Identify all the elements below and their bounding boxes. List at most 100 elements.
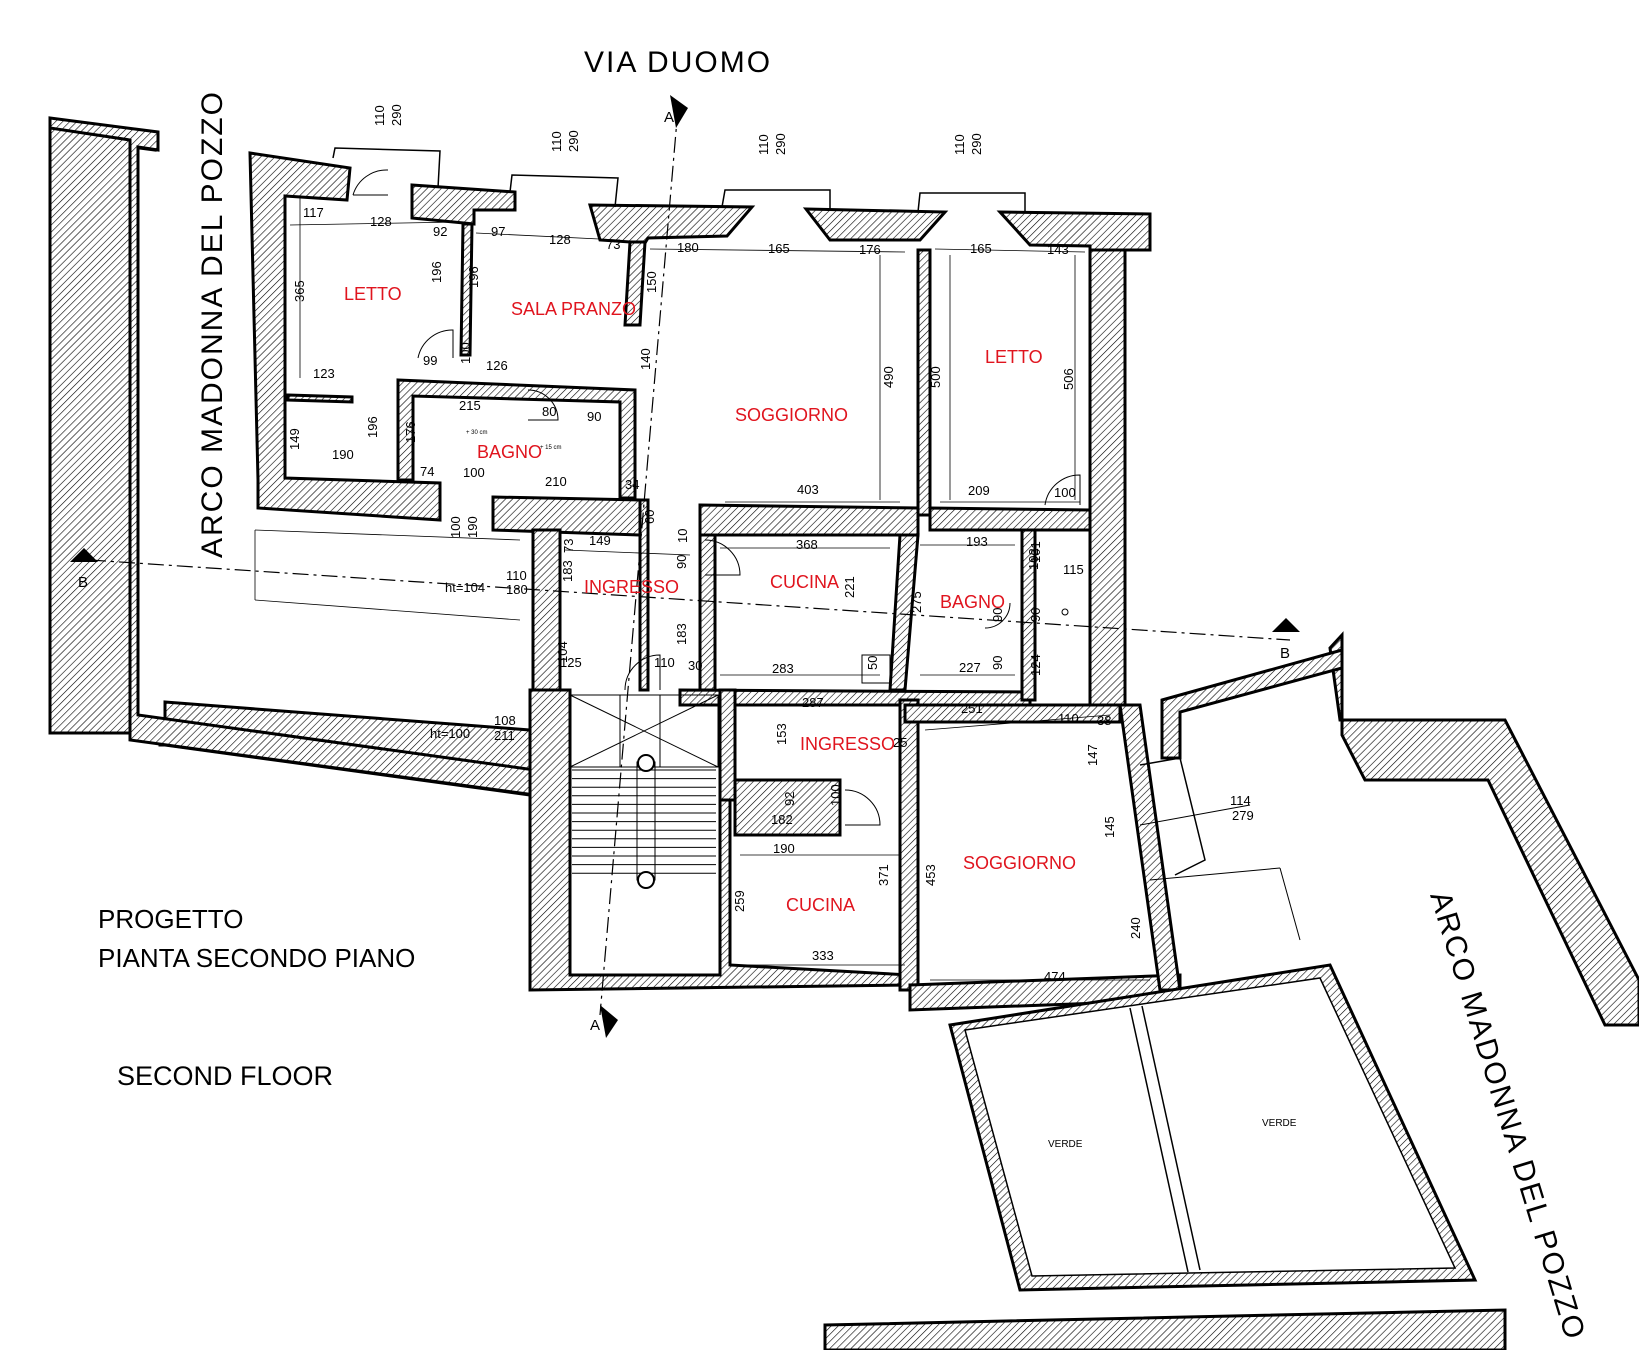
dimension-label: 60 bbox=[642, 510, 657, 524]
dimension-label: 34 bbox=[625, 477, 639, 492]
dimension-label: 10 bbox=[675, 529, 690, 543]
dimension-label: 73 bbox=[606, 237, 620, 252]
room-letto-right: LETTO bbox=[985, 347, 1043, 367]
dimension-label: 221 bbox=[842, 576, 857, 598]
dimension-label: 176 bbox=[859, 242, 881, 257]
window-bays bbox=[332, 147, 1026, 213]
room-soggiorno-top: SOGGIORNO bbox=[735, 405, 848, 425]
room-sala-pranzo: SALA PRANZO bbox=[511, 299, 636, 319]
dimension-label: 196 bbox=[466, 266, 481, 288]
dimension-label: 259 bbox=[732, 890, 747, 912]
dimension-label: 100 bbox=[1054, 485, 1076, 500]
dimension-label: 100 bbox=[458, 342, 473, 364]
dimension-label: 251 bbox=[961, 701, 983, 716]
dimension-label: 110 bbox=[654, 655, 675, 670]
dimension-label: 190 bbox=[465, 516, 480, 538]
dimension-label: 215 bbox=[459, 398, 481, 413]
dimension-label: + 15 cm bbox=[540, 445, 562, 451]
dimension-label: 102 bbox=[1026, 548, 1041, 570]
dimension-label: 101 bbox=[1028, 541, 1043, 563]
dimension-label: 474 bbox=[1044, 969, 1066, 984]
dimension-label: 365 bbox=[292, 280, 307, 302]
dimension-label: 227 bbox=[959, 660, 981, 675]
dimension-label: 90 bbox=[674, 555, 689, 569]
dimension-label: 145 bbox=[1102, 816, 1117, 838]
room-verde-right: VERDE bbox=[1262, 1118, 1297, 1129]
dimension-label: 149 bbox=[589, 533, 611, 548]
dimension-label: 114 bbox=[1230, 793, 1251, 808]
dimension-label: 90 bbox=[1028, 608, 1043, 622]
dimension-label: 74 bbox=[420, 464, 434, 479]
street-left-label: ARCO MADONNA DEL POZZO bbox=[196, 90, 229, 558]
dimension-label: 100 bbox=[463, 465, 485, 480]
dimension-label: 108 bbox=[494, 713, 516, 728]
dimension-label: 100 bbox=[828, 784, 843, 806]
dimension-label: 73 bbox=[561, 539, 576, 553]
room-bagno-left: BAGNO bbox=[477, 442, 542, 462]
dimension-label: ht=100 bbox=[430, 726, 470, 741]
dimension-label: 104 bbox=[555, 641, 570, 663]
dimension-label: 183 bbox=[560, 560, 575, 582]
dimension-label: 140 bbox=[638, 348, 653, 370]
room-cucina-bottom: CUCINA bbox=[786, 895, 855, 915]
dimension-label: 182 bbox=[771, 812, 793, 827]
dimension-label: 99 bbox=[423, 353, 437, 368]
section-mark-b-left: B bbox=[78, 574, 88, 591]
dimension-label: 143 bbox=[1047, 242, 1069, 257]
room-ingresso-bottom: INGRESSO bbox=[800, 734, 895, 754]
dimension-label: 38 bbox=[1097, 713, 1111, 728]
dimension-label: 123 bbox=[313, 366, 335, 381]
dimension-label: 110 bbox=[1058, 711, 1079, 726]
dimension-label: 210 bbox=[545, 474, 567, 489]
dimension-label: 180 bbox=[677, 240, 699, 255]
room-bagno-right: BAGNO bbox=[940, 592, 1005, 612]
dimension-label: 80 bbox=[542, 404, 556, 419]
dimension-label: 125 bbox=[560, 655, 582, 670]
dimension-label: 110 bbox=[549, 131, 564, 152]
room-labels: LETTO SALA PRANZO SOGGIORNO LETTO BAGNO … bbox=[344, 284, 1297, 1150]
plan-title: PIANTA SECONDO PIANO bbox=[98, 943, 415, 973]
dimension-label: 287 bbox=[802, 695, 824, 710]
dimension-label: 30 bbox=[688, 658, 702, 673]
dimension-label: 97 bbox=[491, 224, 505, 239]
staircase bbox=[569, 694, 719, 889]
right-street-boundary bbox=[1160, 631, 1639, 1027]
dimension-label: 183 bbox=[674, 623, 689, 645]
section-mark-a-top: A bbox=[664, 109, 674, 126]
dimension-label: 110 bbox=[372, 105, 387, 126]
room-soggiorno-bottom: SOGGIORNO bbox=[963, 853, 1076, 873]
upper-apartment-walls bbox=[248, 151, 1152, 707]
dimension-label: 165 bbox=[768, 241, 790, 256]
dimension-label: 403 bbox=[797, 482, 819, 497]
dimension-label: 490 bbox=[881, 366, 896, 388]
section-axes bbox=[70, 95, 1300, 1038]
dimension-label: 290 bbox=[389, 104, 404, 126]
dimension-label: 150 bbox=[644, 271, 659, 293]
dimension-label: 279 bbox=[1232, 808, 1254, 823]
project-title: PROGETTO bbox=[98, 904, 243, 934]
dimension-label: 149 bbox=[287, 428, 302, 450]
garden-area bbox=[823, 963, 1507, 1350]
dimension-label: ht=104 bbox=[445, 580, 485, 595]
dimension-label: 180 bbox=[506, 582, 528, 597]
dimension-label: + 30 cm bbox=[466, 430, 488, 436]
interior-lines bbox=[254, 198, 1301, 981]
dimension-label: 193 bbox=[966, 534, 988, 549]
dimension-label: 196 bbox=[365, 416, 380, 438]
dimension-label: 115 bbox=[1063, 562, 1084, 577]
dimension-label: 368 bbox=[796, 537, 818, 552]
dimension-label: 100 bbox=[448, 516, 463, 538]
dimension-label: 176 bbox=[403, 421, 418, 443]
dimension-label: 333 bbox=[812, 948, 834, 963]
dimension-label: 50 bbox=[865, 656, 880, 670]
dimension-label: 211 bbox=[494, 728, 515, 743]
room-ingresso-top: INGRESSO bbox=[584, 577, 679, 597]
floor-subtitle: SECOND FLOOR bbox=[117, 1061, 333, 1091]
dimension-label: 90 bbox=[587, 409, 601, 424]
door-swings bbox=[352, 169, 1081, 826]
dimension-label: 506 bbox=[1061, 368, 1076, 390]
dimension-label: 196 bbox=[429, 261, 444, 283]
